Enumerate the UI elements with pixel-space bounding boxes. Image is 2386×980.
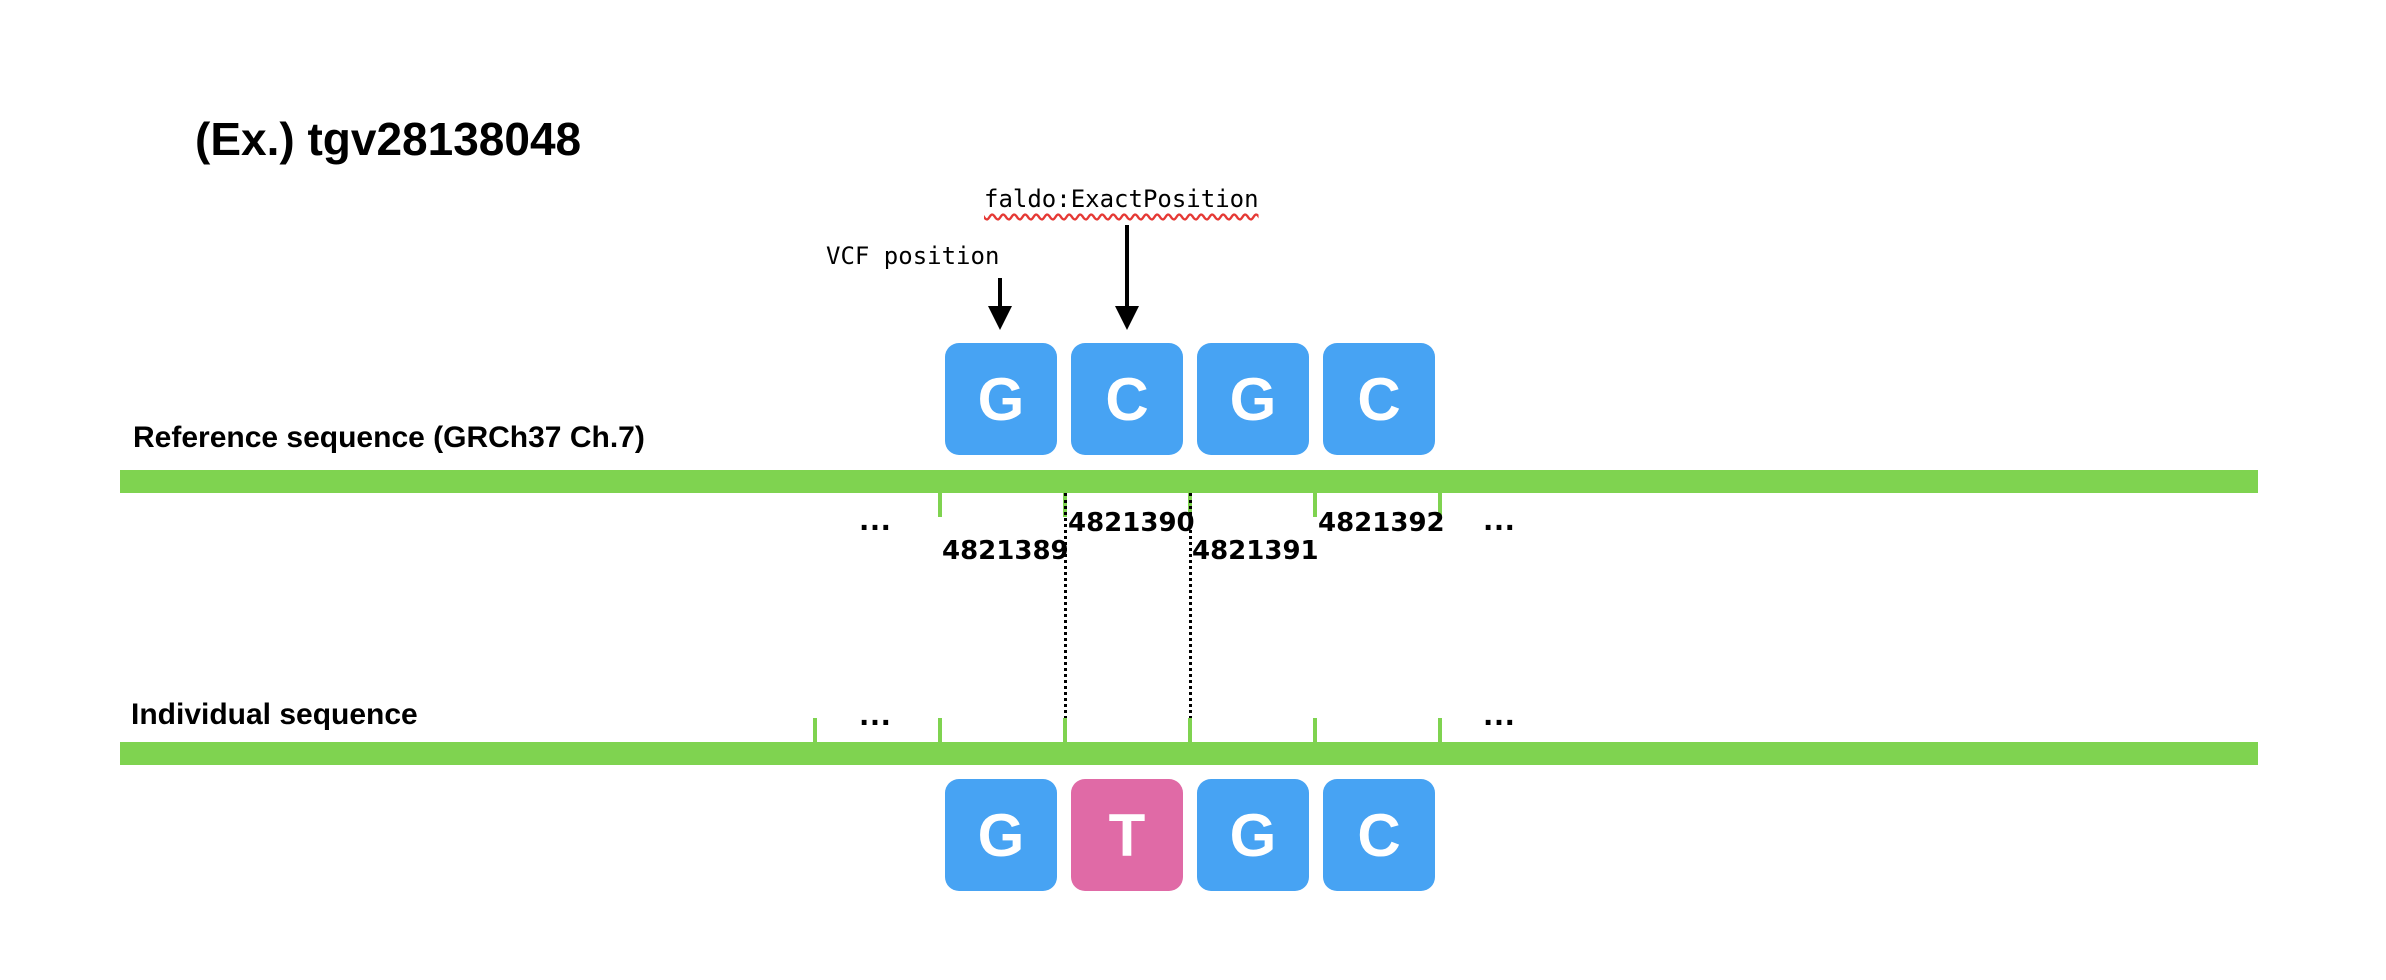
- individual-base-1: G: [945, 779, 1057, 891]
- reference-base-4: C: [1323, 343, 1435, 455]
- individual-tick: [1438, 718, 1442, 742]
- reference-tick: [1438, 493, 1442, 517]
- alignment-guide-left: [1064, 493, 1067, 743]
- reference-tick: [938, 493, 942, 517]
- position-label-4821391: 4821391: [1192, 536, 1319, 566]
- individual-tick: [1063, 718, 1067, 742]
- reference-base-2: C: [1071, 343, 1183, 455]
- position-label-4821389: 4821389: [942, 536, 1069, 566]
- faldo-label-text: faldo:ExactPosition: [984, 185, 1259, 213]
- diagram-title: (Ex.) tgv28138048: [195, 113, 582, 165]
- individual-sequence-track: [120, 742, 2258, 765]
- individual-base-2-variant: T: [1071, 779, 1183, 891]
- position-label-4821390: 4821390: [1068, 508, 1195, 538]
- faldo-arrow: [1115, 225, 1139, 330]
- individual-tick: [1313, 718, 1317, 742]
- individual-base-3: G: [1197, 779, 1309, 891]
- individual-ellipsis-left: …: [858, 695, 893, 733]
- position-label-4821392: 4821392: [1318, 508, 1445, 538]
- individual-tick: [1188, 718, 1192, 742]
- reference-ellipsis-right: …: [1482, 500, 1517, 538]
- vcf-position-label: VCF position: [826, 242, 1000, 270]
- reference-base-1: G: [945, 343, 1057, 455]
- reference-tick: [1313, 493, 1317, 517]
- individual-tick: [813, 718, 817, 742]
- alignment-guide-right: [1189, 493, 1192, 743]
- reference-base-3: G: [1197, 343, 1309, 455]
- individual-base-4: C: [1323, 779, 1435, 891]
- individual-sequence-label: Individual sequence: [131, 698, 418, 731]
- individual-tick: [938, 718, 942, 742]
- reference-sequence-track: [120, 470, 2258, 493]
- individual-ellipsis-right: …: [1482, 695, 1517, 733]
- reference-ellipsis-left: …: [858, 500, 893, 538]
- faldo-exact-position-label: faldo:ExactPosition: [984, 185, 1259, 213]
- reference-sequence-label: Reference sequence (GRCh37 Ch.7): [133, 421, 645, 454]
- vcf-arrow: [988, 278, 1012, 330]
